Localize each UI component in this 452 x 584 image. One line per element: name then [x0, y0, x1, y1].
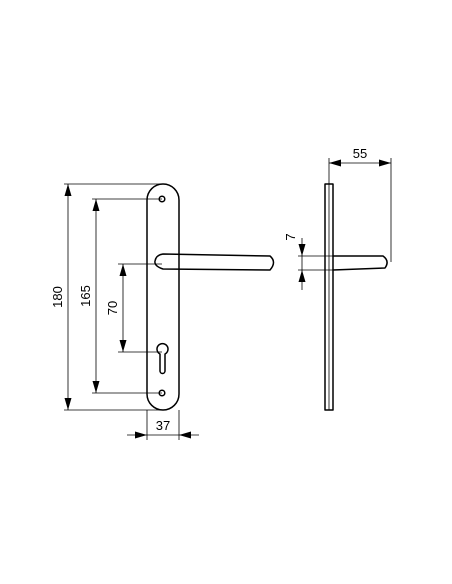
dimension-handle-to-keyhole: 70: [105, 264, 127, 352]
dimension-label-7: 7: [283, 233, 298, 240]
dimension-label-180: 180: [50, 286, 65, 308]
front-view: [146, 183, 275, 411]
dimension-label-37: 37: [156, 418, 170, 433]
dimension-plate-width: 37: [127, 418, 199, 439]
dimension-plate-thickness: 7: [283, 233, 306, 290]
lever-side-profile: [332, 255, 388, 271]
dimension-label-165: 165: [78, 285, 93, 307]
lever-handle-outline: [154, 253, 275, 271]
dimension-handle-projection: 55: [329, 146, 391, 167]
dimension-label-55: 55: [353, 146, 367, 161]
dimension-screw-spacing: 165: [78, 199, 100, 393]
side-extension-lines: [298, 158, 392, 271]
side-view: [324, 183, 388, 411]
backplate-outline: [146, 183, 180, 411]
dimension-overall-height: 180: [50, 184, 72, 410]
plate-side-profile: [324, 183, 334, 411]
front-extension-lines: [64, 183, 180, 440]
dimension-label-70: 70: [105, 301, 120, 315]
keyhole-outline: [156, 342, 169, 375]
